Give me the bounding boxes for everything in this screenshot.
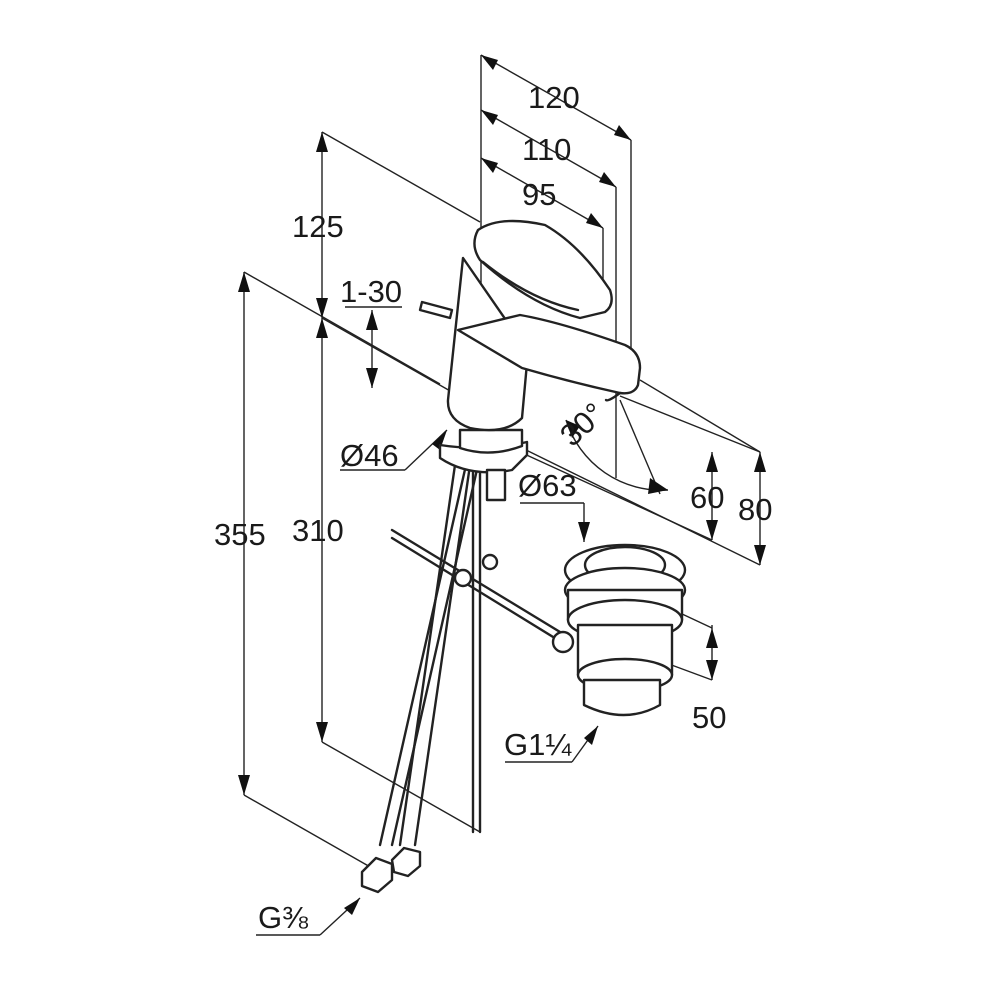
dim-125: 125 <box>292 209 344 244</box>
dim-310: 310 <box>292 513 344 548</box>
dimension-arrows <box>238 55 766 915</box>
supply-fitting-left <box>360 856 394 894</box>
dim-60: 60 <box>690 480 724 515</box>
dim-50: 50 <box>692 700 726 735</box>
dim-thread-g3-8: G⅜ <box>258 900 308 935</box>
supply-fitting-right <box>390 846 422 878</box>
dim-95: 95 <box>522 177 556 212</box>
dim-diameter-46: Ø46 <box>340 438 399 473</box>
faucet-lever <box>473 219 613 320</box>
waste-valve <box>551 543 687 717</box>
dimension-labels: 120 110 95 125 1-30 Ø46 355 310 Ø63 30° … <box>214 80 772 935</box>
faucet-body <box>360 219 642 894</box>
dim-1-30: 1-30 <box>340 274 402 309</box>
dim-diameter-63: Ø63 <box>518 468 577 503</box>
faucet-spout <box>456 313 642 395</box>
dim-80: 80 <box>738 492 772 527</box>
dim-angle-30: 30° <box>553 396 611 453</box>
dim-thread-g1-1-4: G1¼ <box>504 727 572 762</box>
dim-110: 110 <box>522 132 571 167</box>
dim-120: 120 <box>528 80 580 115</box>
dim-355: 355 <box>214 517 266 552</box>
dimension-lines <box>243 54 761 936</box>
